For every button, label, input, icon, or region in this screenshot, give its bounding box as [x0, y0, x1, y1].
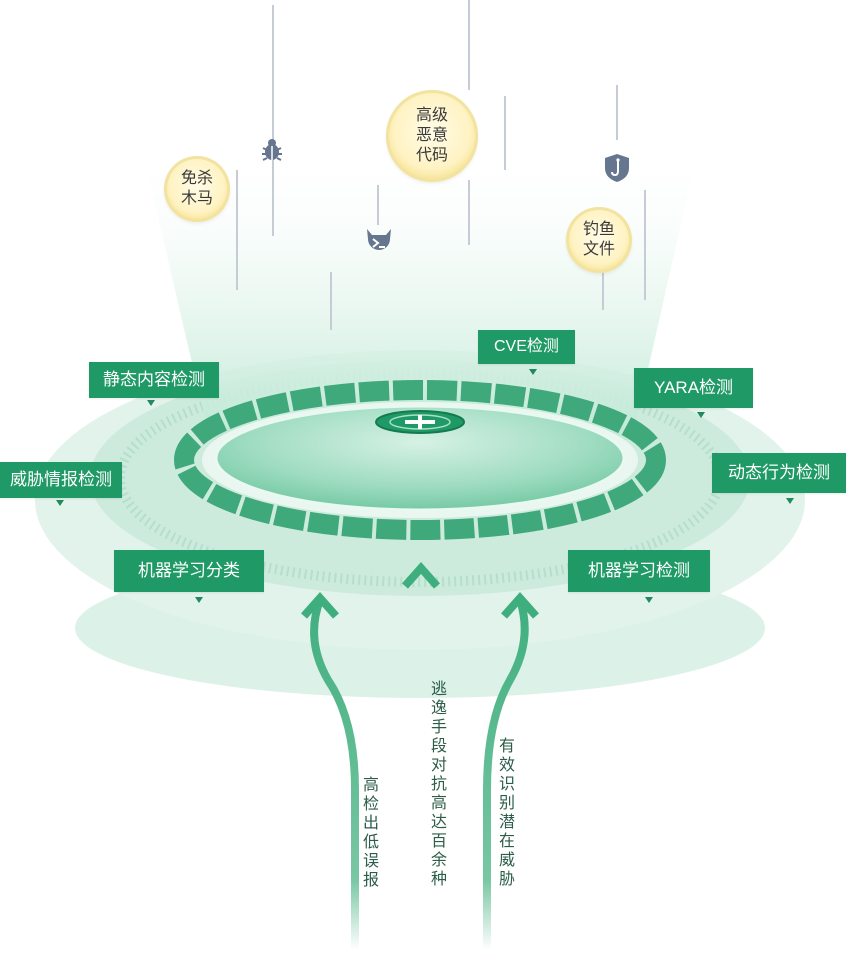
- threat-drop-lines: [236, 0, 646, 330]
- label-cve-pointer: [529, 369, 537, 375]
- arrow-left: [310, 598, 359, 950]
- label-static-pointer: [147, 400, 155, 406]
- threat-advanced-malware: 高级 恶意 代码: [386, 90, 478, 182]
- arrow-left-head: [301, 591, 339, 619]
- arrow-right: [483, 598, 529, 950]
- label-ml-classification: 机器学习分类: [114, 550, 264, 592]
- threat-evasive-trojan-label: 免杀 木马: [180, 170, 213, 207]
- arrow-heads: [301, 561, 539, 619]
- arrow-right-head: [501, 591, 539, 619]
- label-ml-detection: 机器学习检测: [568, 550, 710, 592]
- label-cve-detection: CVE检测: [478, 330, 575, 364]
- hook-shield-icon: [605, 154, 629, 182]
- label-intel-pointer: [56, 500, 64, 506]
- terminal-devil-icon: [367, 229, 391, 250]
- arrow-center-head: [402, 561, 440, 589]
- threat-advanced-malware-label: 高级 恶意 代码: [415, 107, 448, 164]
- benefit-latent-threat-identification: 有效识别潜在威胁: [498, 738, 515, 888]
- label-dynamic-pointer: [786, 498, 794, 504]
- scanner-dome: [216, 406, 624, 510]
- benefit-evasion-countermeasures: 逃逸手段对抗高达百余种: [430, 681, 447, 888]
- label-static-content-detection: 静态内容检测: [89, 362, 219, 398]
- label-yara-pointer: [697, 412, 705, 418]
- threat-evasive-trojan: 免杀 木马: [164, 156, 230, 222]
- label-yara-detection: YARA检测: [634, 368, 754, 408]
- label-threat-intel-detection: 威胁情报检测: [0, 462, 122, 498]
- segment-ring: [174, 380, 666, 540]
- threat-phishing-file: 钓鱼 文件: [566, 207, 632, 273]
- label-dynamic-behavior-detection: 动态行为检测: [712, 453, 846, 493]
- label-ml-detect-pointer: [645, 597, 653, 603]
- light-funnel: [140, 140, 700, 440]
- label-ml-classify-pointer: [195, 597, 203, 603]
- rising-arrows: [310, 572, 529, 950]
- threat-phishing-file-label: 钓鱼 文件: [582, 221, 615, 258]
- scanner-dome-rim: [214, 404, 626, 512]
- bug-icon: [262, 139, 282, 161]
- benefit-low-false-positive: 高检出低误报: [362, 777, 379, 889]
- plus-emblem-icon: [375, 410, 465, 434]
